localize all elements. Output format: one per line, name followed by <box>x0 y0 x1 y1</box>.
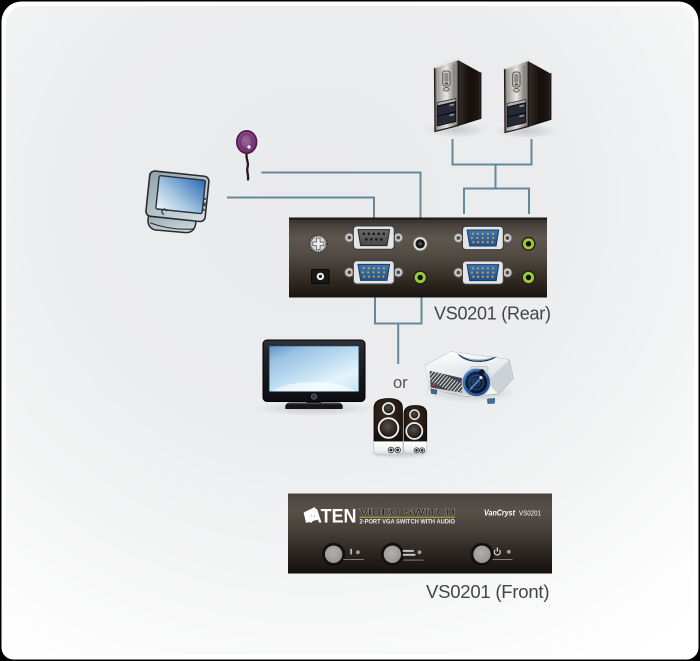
svg-text:VS0201: VS0201 <box>519 508 541 517</box>
svg-text:2-PORT VGA SWITCH WITH AUDIO: 2-PORT VGA SWITCH WITH AUDIO <box>360 520 456 526</box>
svg-text:VS0201 (Front): VS0201 (Front) <box>426 581 550 602</box>
svg-text:ATEN: ATEN <box>309 506 357 527</box>
svg-text:VS0201 (Rear): VS0201 (Rear) <box>434 304 551 324</box>
svg-text:VanCryst: VanCryst <box>484 508 515 517</box>
svg-text:or: or <box>393 374 408 392</box>
svg-text:VIDEO SWITCH: VIDEO SWITCH <box>360 507 456 518</box>
